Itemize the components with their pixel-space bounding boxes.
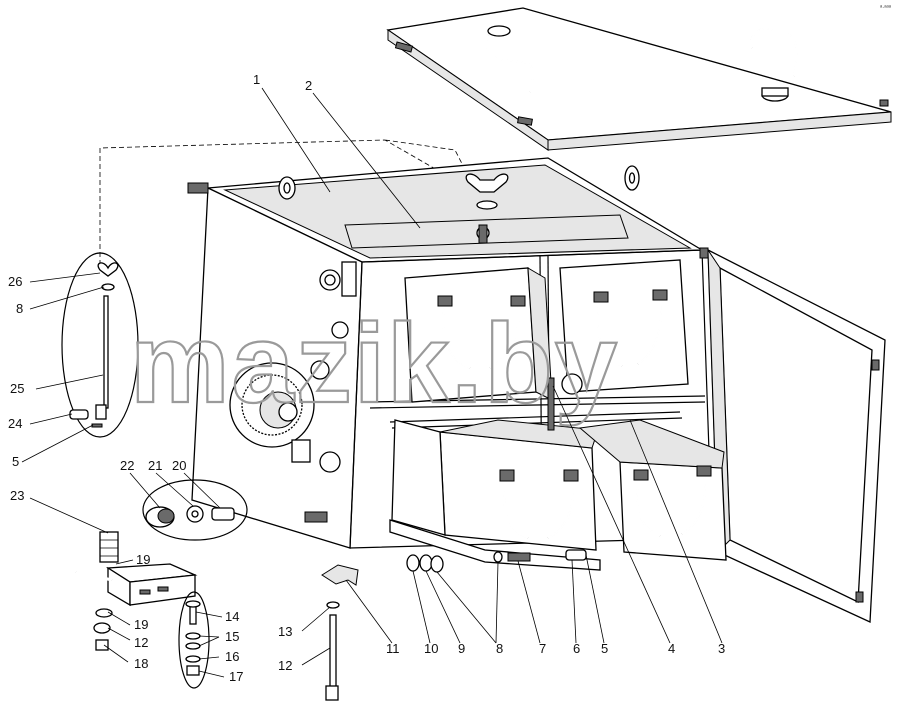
front-door [699, 247, 886, 623]
callout-6: 6 [573, 641, 580, 656]
battery-upper-left [404, 267, 553, 403]
callout-15: 15 [225, 629, 239, 644]
callout-26: 26 [8, 274, 22, 289]
callout-23: 23 [10, 488, 24, 503]
callout-1: 1 [253, 72, 260, 87]
callout-4: 4 [668, 641, 675, 656]
callout-5-left: 5 [12, 454, 19, 469]
battery-lower-right [578, 419, 727, 561]
callout-21: 21 [148, 458, 162, 473]
callout-19-bottom: 19 [134, 617, 148, 632]
terminal-block [75, 531, 198, 651]
battery-lower-left [391, 419, 599, 551]
fastener-set-20-22 [142, 479, 248, 541]
rod-assembly [61, 252, 139, 438]
callout-12-left: 12 [134, 635, 148, 650]
cabinet-frame [187, 157, 713, 549]
callout-22: 22 [120, 458, 134, 473]
fastener-set-14-17 [178, 591, 210, 689]
clamp-rod [547, 377, 555, 431]
callout-10: 10 [424, 641, 438, 656]
callout-25: 25 [10, 381, 24, 396]
clip-11 [321, 564, 359, 586]
callout-13: 13 [278, 624, 292, 639]
callout-12-right: 12 [278, 658, 292, 673]
watermark: mazik.by [130, 301, 619, 426]
wing-nut-top [465, 173, 509, 210]
callout-16: 16 [225, 649, 239, 664]
washers-8-10 [406, 549, 587, 573]
callout-19-top: 19 [136, 552, 150, 567]
battery-tray [389, 519, 601, 571]
callout-5-right: 5 [601, 641, 608, 656]
callout-8-left: 8 [16, 301, 23, 316]
callout-11: 11 [386, 641, 400, 656]
battery-upper-right [559, 259, 689, 395]
callout-17: 17 [229, 669, 243, 684]
lid [386, 7, 892, 151]
callout-20: 20 [172, 458, 186, 473]
corner-mark: ᵃ·ᵃᵃᵃ [880, 5, 892, 11]
callout-24: 24 [8, 416, 22, 431]
leader-lines [21, 87, 723, 678]
long-bolt-12 [325, 601, 340, 701]
callout-9: 9 [458, 641, 465, 656]
callout-14: 14 [225, 609, 239, 624]
callouts: 1 2 26 8 25 24 5 22 21 20 23 19 19 12 18… [8, 72, 725, 684]
callout-3: 3 [718, 641, 725, 656]
callout-18: 18 [134, 656, 148, 671]
callout-8-right: 8 [496, 641, 503, 656]
callout-2: 2 [305, 78, 312, 93]
callout-7: 7 [539, 641, 546, 656]
